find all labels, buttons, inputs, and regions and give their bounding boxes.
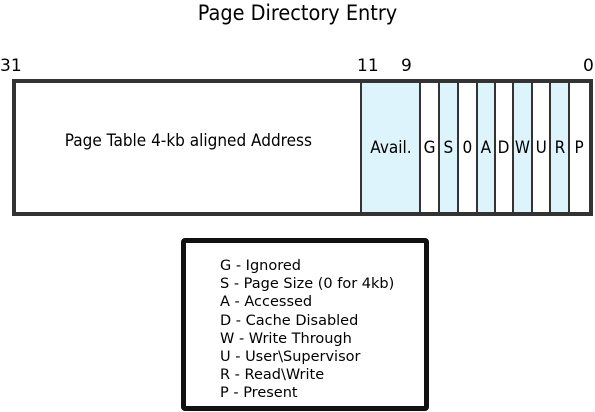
legend-item-a: A - Accessed — [220, 294, 313, 311]
page-directory-entry-register: Page Table 4-kb aligned Address Avail. G… — [12, 79, 593, 216]
legend-item-u: U - User\Supervisor — [220, 349, 361, 366]
field-p-label: P — [574, 137, 585, 158]
field-u-label: U — [535, 137, 547, 158]
field-a: A — [476, 83, 494, 212]
legend-box: G - Ignored S - Page Size (0 for 4kb) A … — [181, 238, 429, 411]
bit-number-11: 11 — [357, 56, 379, 76]
field-a-label: A — [480, 137, 492, 158]
field-avail-label: Avail. — [369, 137, 412, 158]
bit-number-9: 9 — [401, 56, 412, 76]
field-s: S — [438, 83, 457, 212]
field-avail: Avail. — [360, 83, 419, 212]
field-page-table-address-label: Page Table 4-kb aligned Address — [64, 130, 312, 151]
legend-item-w: W - Write Through — [220, 330, 352, 347]
legend-item-r: R - Read\Write — [220, 367, 325, 384]
bit-number-31: 31 — [0, 56, 22, 76]
field-g: G — [419, 83, 438, 212]
field-zero: 0 — [457, 83, 476, 212]
field-r: R — [549, 83, 568, 212]
field-w: W — [512, 83, 531, 212]
diagram-title: Page Directory Entry — [197, 1, 398, 25]
legend-item-d: D - Cache Disabled — [220, 312, 359, 329]
field-w-label: W — [514, 137, 531, 158]
field-u: U — [531, 83, 549, 212]
field-s-label: S — [443, 137, 454, 158]
field-page-table-address: Page Table 4-kb aligned Address — [16, 83, 360, 212]
legend-item-g: G - Ignored — [220, 258, 301, 274]
field-d-label: D — [498, 137, 510, 158]
field-g-label: G — [423, 137, 436, 158]
field-r-label: R — [554, 137, 565, 158]
field-d: D — [494, 83, 512, 212]
legend-item-s: S - Page Size (0 for 4kb) — [220, 276, 395, 293]
bit-number-0: 0 — [583, 56, 594, 76]
field-p: P — [568, 83, 589, 212]
legend-item-p: P - Present — [220, 385, 298, 402]
field-zero-label: 0 — [462, 137, 473, 158]
